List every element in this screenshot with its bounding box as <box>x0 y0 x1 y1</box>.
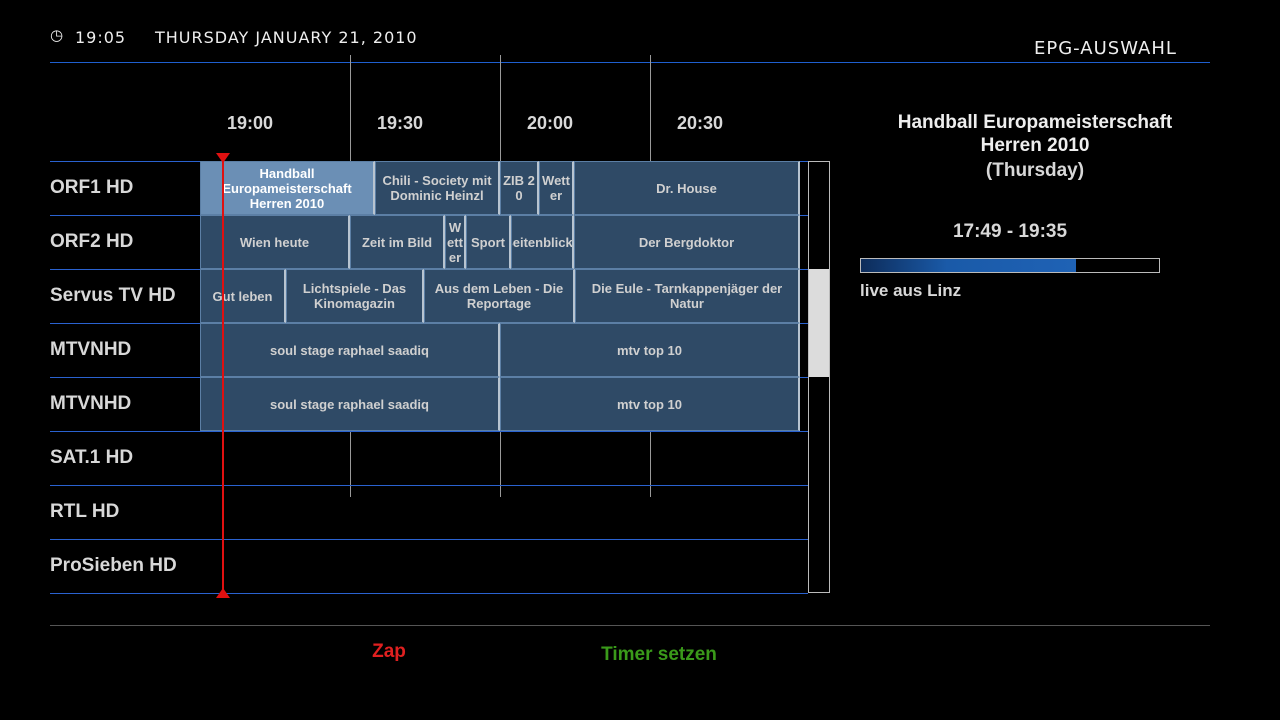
row-divider <box>50 539 808 540</box>
epg-event[interactable]: Wetter <box>445 215 466 269</box>
clock-icon: ◷ <box>50 26 65 44</box>
channel-name[interactable]: SAT.1 HD <box>50 447 134 468</box>
channel-name[interactable]: ProSieben HD <box>50 555 177 576</box>
footer-divider <box>50 625 1210 626</box>
epg-event-title: Die Eule - Tarnkappenjäger der Natur <box>591 281 783 311</box>
epg-event-title: Der Bergdoktor <box>638 234 735 250</box>
epg-event[interactable]: Handball Europameisterschaft Herren 2010 <box>200 161 375 215</box>
epg-event-title: soul stage raphael saadiq <box>270 342 429 358</box>
screen-title: EPG-AUSWAHL <box>1034 38 1177 59</box>
epg-event-title: Zeit im Bild <box>361 234 433 250</box>
epg-event-title: Dr. House <box>656 180 717 196</box>
epg-event[interactable]: soul stage raphael saadiq <box>200 323 500 377</box>
event-progress-fill <box>861 259 1076 272</box>
now-marker-top-icon <box>216 153 230 163</box>
epg-event-title: Seitenblicke <box>512 234 573 250</box>
channel-name[interactable]: Servus TV HD <box>50 285 176 306</box>
event-description: live aus Linz <box>860 281 962 300</box>
row-divider <box>50 593 808 594</box>
epg-event-title: mtv top 10 <box>616 396 682 412</box>
channel-name[interactable]: ORF2 HD <box>50 231 134 252</box>
scrollbar-thumb[interactable] <box>809 269 829 377</box>
scrollbar[interactable] <box>808 161 830 593</box>
epg-event-title: soul stage raphael saadiq <box>270 396 429 412</box>
epg-event-title: Chili - Society mit Dominic Heinzl <box>382 173 492 203</box>
event-title: Handball Europameisterschaft Herren 2010 <box>897 112 1173 156</box>
epg-event-title: Wetter <box>542 173 570 203</box>
time-label: 20:00 <box>526 113 574 133</box>
epg-event[interactable]: mtv top 10 <box>500 323 800 377</box>
row-divider <box>50 485 808 486</box>
epg-event[interactable]: Wetter <box>539 161 574 215</box>
time-label: 19:30 <box>376 113 424 133</box>
epg-event[interactable]: Lichtspiele - Das Kinomagazin <box>286 269 424 323</box>
channel-name[interactable]: MTVNHD <box>50 393 132 414</box>
event-time-range: 17:49 - 19:35 <box>952 221 1068 242</box>
epg-event[interactable]: Der Bergdoktor <box>574 215 800 269</box>
epg-event-title: Lichtspiele - Das Kinomagazin <box>302 281 407 311</box>
epg-event-title: Wien heute <box>239 234 310 250</box>
epg-event-title: Aus dem Leben - Die Reportage <box>434 281 564 311</box>
epg-event-title: Wetter <box>447 219 463 265</box>
row-divider <box>50 431 808 432</box>
timer-button[interactable]: Timer setzen <box>601 644 717 665</box>
current-time: 19:05 <box>75 28 127 47</box>
epg-event[interactable]: mtv top 10 <box>500 377 800 431</box>
current-date: THURSDAY JANUARY 21, 2010 <box>155 28 418 47</box>
channel-name[interactable]: MTVNHD <box>50 339 132 360</box>
epg-event-title: Handball Europameisterschaft Herren 2010 <box>222 165 352 211</box>
time-label: 20:30 <box>676 113 724 133</box>
epg-event[interactable]: Zeit im Bild <box>350 215 445 269</box>
epg-event[interactable]: Chili - Society mit Dominic Heinzl <box>375 161 500 215</box>
epg-event[interactable]: Sport <box>466 215 511 269</box>
header-divider <box>50 62 1210 63</box>
epg-event-title: Gut leben <box>212 288 273 304</box>
epg-event[interactable]: Dr. House <box>574 161 800 215</box>
epg-event[interactable]: Die Eule - Tarnkappenjäger der Natur <box>575 269 800 323</box>
epg-event[interactable]: Wien heute <box>200 215 350 269</box>
epg-event-title: Sport <box>471 234 505 250</box>
event-day: (Thursday) <box>985 160 1085 181</box>
epg-event[interactable]: soul stage raphael saadiq <box>200 377 500 431</box>
time-label: 19:00 <box>226 113 274 133</box>
channel-name[interactable]: ORF1 HD <box>50 177 134 198</box>
epg-event[interactable]: Seitenblicke <box>511 215 574 269</box>
epg-event[interactable]: Gut leben <box>200 269 286 323</box>
epg-event[interactable]: ZIB 20 <box>500 161 539 215</box>
zap-button[interactable]: Zap <box>372 641 406 662</box>
now-indicator-line <box>222 160 224 593</box>
event-progress-bar <box>860 258 1160 273</box>
epg-event-title: ZIB 20 <box>503 173 535 203</box>
epg-event-title: mtv top 10 <box>616 342 682 358</box>
channel-name[interactable]: RTL HD <box>50 501 120 522</box>
now-marker-bottom-icon <box>216 588 230 598</box>
epg-event[interactable]: Aus dem Leben - Die Reportage <box>424 269 575 323</box>
